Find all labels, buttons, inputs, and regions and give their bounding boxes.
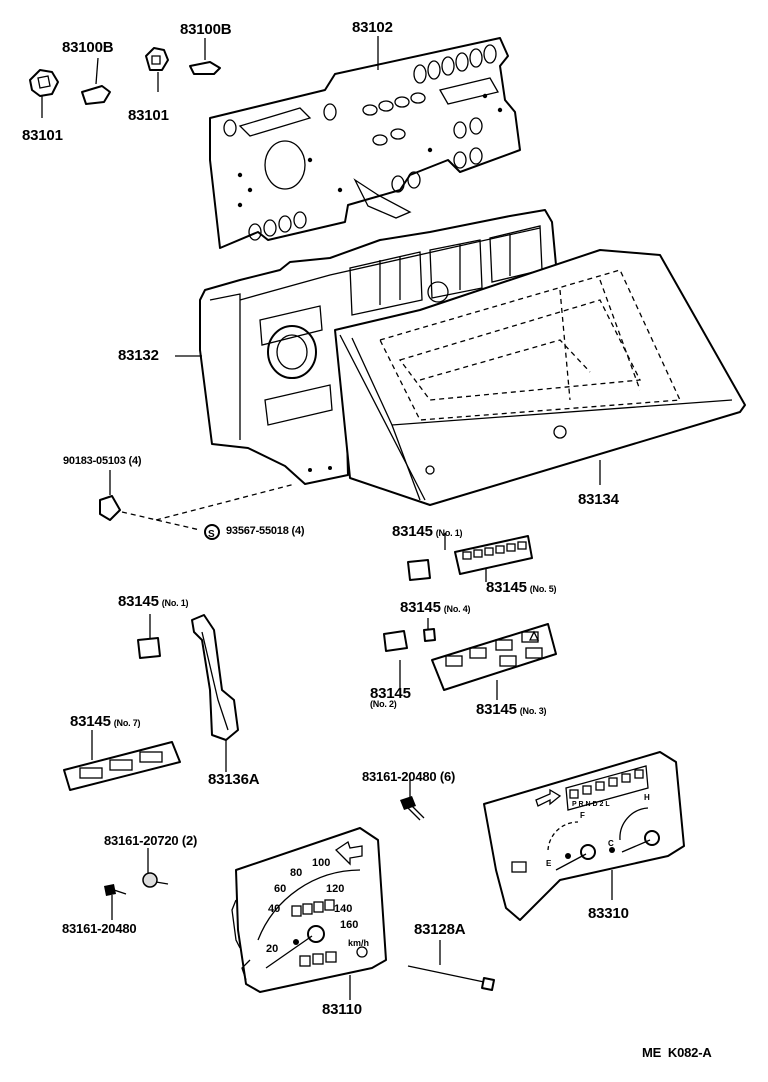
lens-83145-no2 xyxy=(383,630,408,652)
speedo-120: 120 xyxy=(326,883,344,895)
lens-83134 xyxy=(334,249,746,506)
label-83136a: 83136A xyxy=(208,771,260,788)
label-83145-no5: 83145(No. 5) xyxy=(486,579,557,596)
label-83145-no5-number: 83145 xyxy=(486,579,527,596)
label-83145-no4-number: 83145 xyxy=(400,599,441,616)
label-83145-no1-top-sub: (No. 1) xyxy=(435,528,463,538)
label-83145-no4-sub: (No. 4) xyxy=(443,604,471,614)
lens-83145-no1-left xyxy=(137,637,161,659)
svg-text:S: S xyxy=(208,529,215,540)
leader-lines xyxy=(41,36,613,1000)
screw-83161-20480-6 xyxy=(400,796,425,821)
warning-panel-83145-no3 xyxy=(431,623,557,691)
label-83145-no1-left-sub: (No. 1) xyxy=(161,598,189,608)
label-83161-20720: 83161-20720 (2) xyxy=(104,833,198,848)
speedo-40: 40 xyxy=(268,903,280,915)
speedo-20: 20 xyxy=(266,943,278,955)
label-83145-no5-sub: (No. 5) xyxy=(529,584,557,594)
speedo-140: 140 xyxy=(334,903,352,915)
label-83161-20480-bottom: 83161-20480 xyxy=(62,921,137,936)
label-83145-no7: 83145(No. 7) xyxy=(70,713,141,730)
bracket-83136a xyxy=(191,614,239,741)
screw-83161-20480-bottom xyxy=(104,884,127,896)
clip-90183-05103 xyxy=(99,495,121,521)
speedometer-scale: 20 40 60 80 100 120 140 160 km/h xyxy=(266,857,369,955)
label-83145-no2-sub: (No. 2) xyxy=(370,699,397,709)
temp-cold-mark: C xyxy=(608,839,614,848)
label-83145-no1-top-number: 83145 xyxy=(392,523,433,540)
diagram-code: ME K082-A xyxy=(642,1045,712,1060)
label-83145-no7-sub: (No. 7) xyxy=(113,718,141,728)
switch-strip-83145-no5 xyxy=(454,535,533,575)
label-83145-no4: 83145(No. 4) xyxy=(400,599,471,616)
speedo-80: 80 xyxy=(290,867,302,879)
screw-93567-55018: S xyxy=(204,524,220,540)
combination-gauge-83310 xyxy=(483,751,685,921)
lens-83145-no1-top xyxy=(407,559,431,581)
speedo-unit: km/h xyxy=(348,938,369,948)
label-83110: 83110 xyxy=(322,1001,362,1018)
label-83145-no2-number: 83145 xyxy=(370,685,411,702)
label-83145-no3: 83145(No. 3) xyxy=(476,701,547,718)
label-83161-20480-6: 83161-20480 (6) xyxy=(362,769,456,784)
label-83310: 83310 xyxy=(588,905,629,922)
gauge-labels: P R N D 2 L E F C H xyxy=(546,793,650,868)
label-83101-right: 83101 xyxy=(128,107,169,124)
gear-indicator-letters: P R N D 2 L xyxy=(572,801,610,808)
lens-83145-no4 xyxy=(423,628,436,642)
speedometer-83110 xyxy=(231,827,387,993)
label-83101-left: 83101 xyxy=(22,127,63,144)
printed-circuit-83102 xyxy=(209,37,521,249)
label-93567-55018: 93567-55018 (4) xyxy=(226,525,305,537)
label-83100b-right: 83100B xyxy=(180,21,232,38)
temp-hot-mark: H xyxy=(644,793,650,802)
label-83145-no7-number: 83145 xyxy=(70,713,111,730)
label-83145-no1-top: 83145(No. 1) xyxy=(392,523,463,540)
label-83100b-left: 83100B xyxy=(62,39,114,56)
label-83134: 83134 xyxy=(578,491,619,508)
fuel-full-mark: F xyxy=(580,811,585,820)
label-83145-no3-number: 83145 xyxy=(476,701,517,718)
label-83145-no2: 83145 xyxy=(370,686,411,701)
label-83145-no1-left: 83145(No. 1) xyxy=(118,593,189,610)
bulb-socket-83101-left xyxy=(29,69,59,97)
speedo-60: 60 xyxy=(274,883,286,895)
screw-dash-line xyxy=(121,483,296,531)
bulb-socket-83101-right xyxy=(145,47,169,71)
speedometer-cable-83128a xyxy=(407,965,495,991)
label-90183-05103: 90183-05103 (4) xyxy=(63,455,142,467)
fuel-empty-mark: E xyxy=(546,859,552,868)
label-83102: 83102 xyxy=(352,19,393,36)
label-83145-no1-left-number: 83145 xyxy=(118,593,159,610)
bulb-83100b-right xyxy=(189,61,221,75)
screw-83161-20720 xyxy=(142,872,169,888)
speedo-100: 100 xyxy=(312,857,330,869)
label-83128a: 83128A xyxy=(414,921,466,938)
bulb-83100b-left xyxy=(81,85,111,105)
label-83145-no3-sub: (No. 3) xyxy=(519,706,547,716)
label-83132: 83132 xyxy=(118,347,159,364)
switch-panel-83145-no7 xyxy=(63,741,181,791)
speedo-160: 160 xyxy=(340,919,358,931)
